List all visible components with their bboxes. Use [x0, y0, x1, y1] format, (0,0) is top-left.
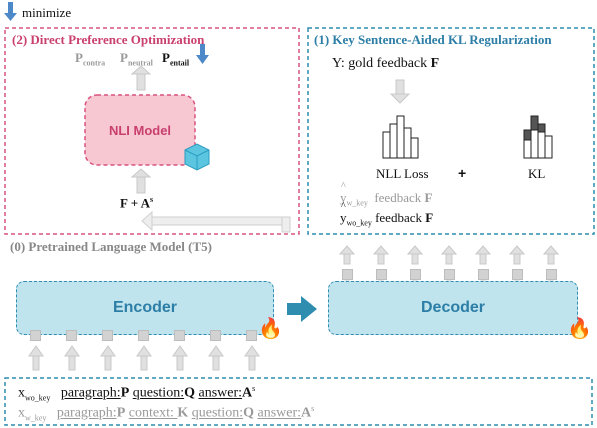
input-panel-border: [4, 377, 593, 426]
decoder-flame-icon: 🔥: [567, 316, 592, 340]
encoder-token: [66, 330, 77, 341]
decoder-token: [444, 269, 455, 280]
decoder-token: [512, 269, 523, 280]
decoder-output-arrows: [338, 245, 560, 265]
p-neutral-label: Pneutral: [120, 50, 153, 68]
yhat-wo-key-line: y^wo_key feedback F: [340, 201, 434, 228]
nli-model-box: [84, 94, 196, 166]
input-row-wo-key: xwo_key paragraph:P question:Q answer:As: [18, 384, 256, 403]
encoder-input-arrows: [28, 345, 260, 371]
plm-title: (0) Pretrained Language Model (T5): [10, 239, 212, 254]
kl-title: (1) Key Sentence-Aided KL Regularization: [314, 32, 552, 47]
encoder-label: Encoder: [112, 299, 177, 316]
decoder-token: [342, 269, 353, 280]
entail-down-arrow-icon: [196, 44, 209, 64]
decoder-label: Decoder: [420, 299, 486, 316]
encoder-block: Encoder: [16, 281, 274, 335]
p-entail-label: Pentail: [162, 50, 190, 68]
plus-sign: +: [458, 165, 467, 181]
decoder-token: [376, 269, 387, 280]
input-to-nli-arrow: [130, 168, 152, 194]
decoder-to-dpo-connector: [141, 210, 291, 233]
encoder-flame-icon: 🔥: [258, 316, 283, 340]
minimize-arrow-icon: [4, 2, 17, 21]
decoder-token: [478, 269, 489, 280]
gold-feedback-label: Y: gold feedback F: [332, 56, 440, 71]
gold-to-nll-arrow: [389, 79, 411, 104]
minimize-label: minimize: [22, 5, 72, 20]
dpo-input-label: F + As: [120, 195, 154, 211]
encoder-to-decoder-arrow: [287, 296, 317, 322]
kl-bar-chart-icon: [523, 115, 553, 159]
nll-loss-label: NLL Loss: [376, 166, 429, 181]
p-contra-label: Pcontra: [75, 50, 106, 68]
decoder-token: [546, 269, 557, 280]
frozen-cube-icon: [184, 143, 210, 171]
encoder-token: [138, 330, 149, 341]
nli-model-label: NLI Model: [108, 123, 172, 138]
dpo-panel-border: [4, 27, 300, 235]
encoder-token: [30, 330, 41, 341]
decoder-token: [410, 269, 421, 280]
encoder-token: [174, 330, 185, 341]
nli-to-probs-arrow: [130, 65, 152, 91]
encoder-token: [102, 330, 113, 341]
kl-panel-border: [307, 27, 595, 235]
input-row-w-key: xw_key paragraph:P context: K question:Q…: [18, 404, 315, 423]
encoder-token: [210, 330, 221, 341]
yhat-w-key-line: y^w_key feedback F: [340, 181, 433, 208]
encoder-token: [246, 330, 257, 341]
decoder-block: Decoder: [328, 281, 578, 335]
kl-label: KL: [528, 166, 546, 181]
dpo-title: (2) Direct Preference Optimization: [12, 32, 205, 47]
nll-bar-chart-icon: [382, 115, 419, 159]
